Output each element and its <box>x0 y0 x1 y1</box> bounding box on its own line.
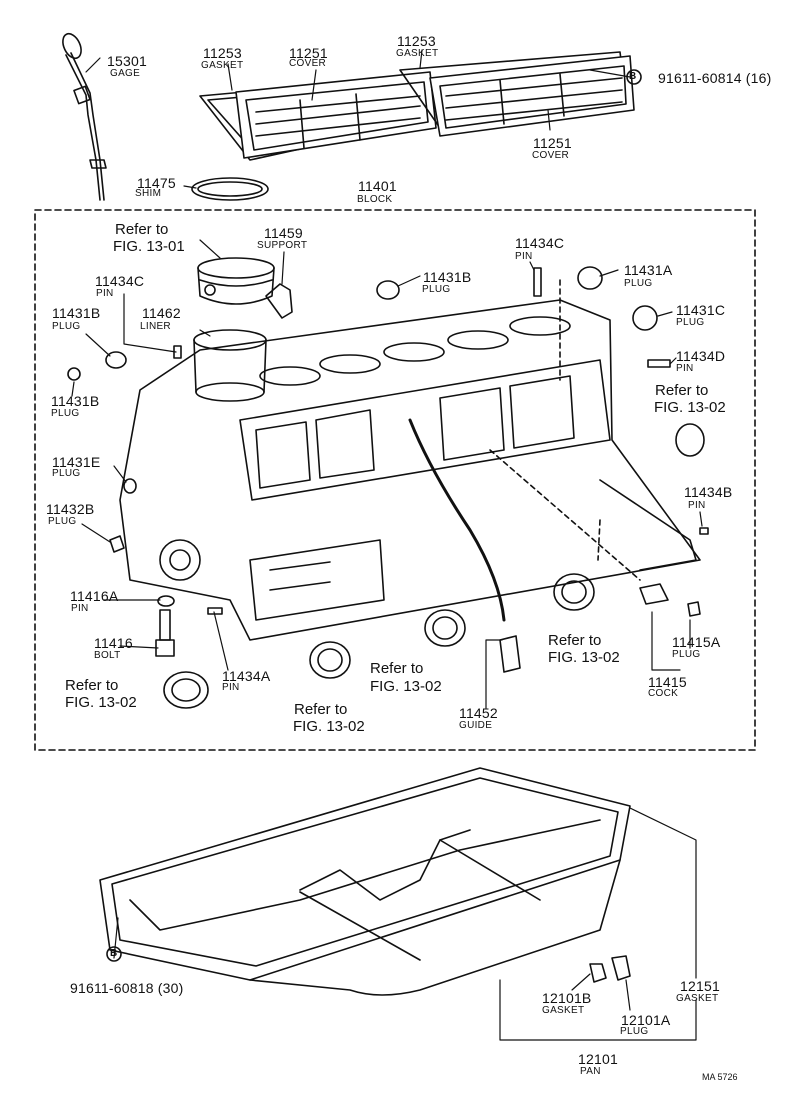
label-11475-name: SHIM <box>135 188 162 199</box>
engine-block-drawing <box>119 299 701 641</box>
label-11434c-r-name: PIN <box>515 251 533 262</box>
label-11253b-num: 11253 <box>397 33 436 49</box>
label-11416-name: BOLT <box>94 650 121 661</box>
label-11432b-num: 11432B <box>46 501 95 517</box>
label-11434c-r-num: 11434C <box>515 235 565 251</box>
label-12101a-name: PLUG <box>620 1026 649 1037</box>
bearing-drawings <box>163 573 595 709</box>
figure-code: MA 5726 <box>702 1072 738 1082</box>
label-11434d-num: 11434D <box>676 348 726 364</box>
label-11452-name: GUIDE <box>459 720 493 731</box>
label-11253a-num: 11253 <box>203 45 242 61</box>
shim-drawing <box>191 177 269 201</box>
label-12101-name: PAN <box>580 1066 601 1077</box>
label-11434c-l-num: 11434C <box>95 273 145 289</box>
drain-plug-gasket-drawing <box>589 963 607 983</box>
ref-1301-line1: Refer to <box>115 221 169 238</box>
label-91611a-num: 91611-60814 (16) <box>658 70 772 86</box>
label-15301-name: GAGE <box>110 68 141 79</box>
label-11475-num: 11475 <box>137 175 176 191</box>
ref-1302-b3-line1: Refer to <box>548 632 602 649</box>
ref-1302-bl-line1: Refer to <box>65 677 119 694</box>
label-11431c-name: PLUG <box>676 317 705 328</box>
label-11431a-num: 11431A <box>624 262 673 278</box>
label-11431e-name: PLUG <box>52 468 81 479</box>
ref-1302-b3-line2: FIG. 13-02 <box>548 649 620 666</box>
label-11462-name: LINER <box>140 321 171 332</box>
label-11434c-l-name: PIN <box>96 288 114 299</box>
label-12151-name: GASKET <box>676 993 719 1004</box>
label-11431c-num: 11431C <box>676 302 726 318</box>
label-11401-num: 11401 <box>358 178 397 194</box>
block-group-boundary <box>34 209 756 751</box>
ref-1302-b1-line2: FIG. 13-02 <box>293 718 365 735</box>
label-11434d-name: PIN <box>676 363 694 374</box>
label-11251b-name: COVER <box>532 150 570 161</box>
label-11431a-name: PLUG <box>624 278 653 289</box>
label-11251b-num: 11251 <box>533 135 572 151</box>
ref-1302-b2-line2: FIG. 13-02 <box>370 678 442 695</box>
label-11415-name: COCK <box>648 688 679 699</box>
label-11253b-name: GASKET <box>396 48 439 59</box>
label-11431b-c-num: 11431B <box>423 269 472 285</box>
label-11459-name: SUPPORT <box>257 240 308 251</box>
label-11415a-name: PLUG <box>672 649 701 660</box>
label-12151-num: 12151 <box>680 978 720 994</box>
dipstick-gage-drawing <box>62 32 107 201</box>
support-drawing <box>265 283 293 319</box>
ref-1302-bl-line2: FIG. 13-02 <box>65 694 137 711</box>
ref-1302-right-line2: FIG. 13-02 <box>654 399 726 416</box>
label-12101a-num: 12101A <box>621 1012 671 1028</box>
label-11251a-num: 11251 <box>289 45 328 61</box>
bolt-marker-top-letter: B <box>629 71 637 82</box>
ref-1301-line2: FIG. 13-01 <box>113 238 185 255</box>
label-11431e-num: 11431E <box>52 454 101 470</box>
ref-1302-b1-line1: Refer to <box>294 701 348 718</box>
label-11452-num: 11452 <box>459 705 498 721</box>
label-11415a-num: 11415A <box>672 634 721 650</box>
label-15301-num: 15301 <box>107 53 147 69</box>
label-12101b-name: GASKET <box>542 1005 585 1016</box>
piston-drawing <box>197 257 275 305</box>
label-11416a-name: PIN <box>71 603 89 614</box>
label-11432b-name: PLUG <box>48 516 77 527</box>
label-11401-name: BLOCK <box>357 194 393 205</box>
label-12101-num: 12101 <box>578 1051 618 1067</box>
ref-1302-right-line1: Refer to <box>655 382 709 399</box>
label-11415-num: 11415 <box>648 674 687 690</box>
side-cover-drawing <box>199 51 635 161</box>
label-11416a-num: 11416A <box>70 588 119 604</box>
label-11431b-l-num: 11431B <box>52 305 101 321</box>
ref-1302-b2-line1: Refer to <box>370 660 424 677</box>
label-11462-num: 11462 <box>142 305 181 321</box>
liner-drawing <box>193 329 267 402</box>
label-11416-num: 11416 <box>94 635 133 651</box>
bolt-marker-bottom <box>106 946 122 962</box>
label-11434a-num: 11434A <box>222 668 271 684</box>
label-11431b-l2-name: PLUG <box>51 408 80 419</box>
drain-plug-drawing <box>611 955 631 981</box>
label-91611b-num: 91611-60818 (30) <box>70 980 184 996</box>
bolt-marker-top <box>626 69 642 85</box>
label-11459-num: 11459 <box>264 225 303 241</box>
label-11431b-l-name: PLUG <box>52 321 81 332</box>
label-11431b-c-name: PLUG <box>422 284 451 295</box>
leader-lines <box>71 49 703 1041</box>
label-11434a-name: PIN <box>222 682 240 693</box>
label-12101b-num: 12101B <box>542 990 592 1006</box>
label-11253a-name: GASKET <box>201 60 244 71</box>
label-11434b-num: 11434B <box>684 484 733 500</box>
bolt-marker-bottom-letter: B <box>110 948 118 959</box>
oil-pan-drawing <box>99 767 631 996</box>
label-11434b-name: PIN <box>688 500 706 511</box>
label-11431b-l2-num: 11431B <box>51 393 100 409</box>
label-11251a-name: COVER <box>289 58 327 69</box>
plug-11431b-drawing <box>376 280 400 300</box>
